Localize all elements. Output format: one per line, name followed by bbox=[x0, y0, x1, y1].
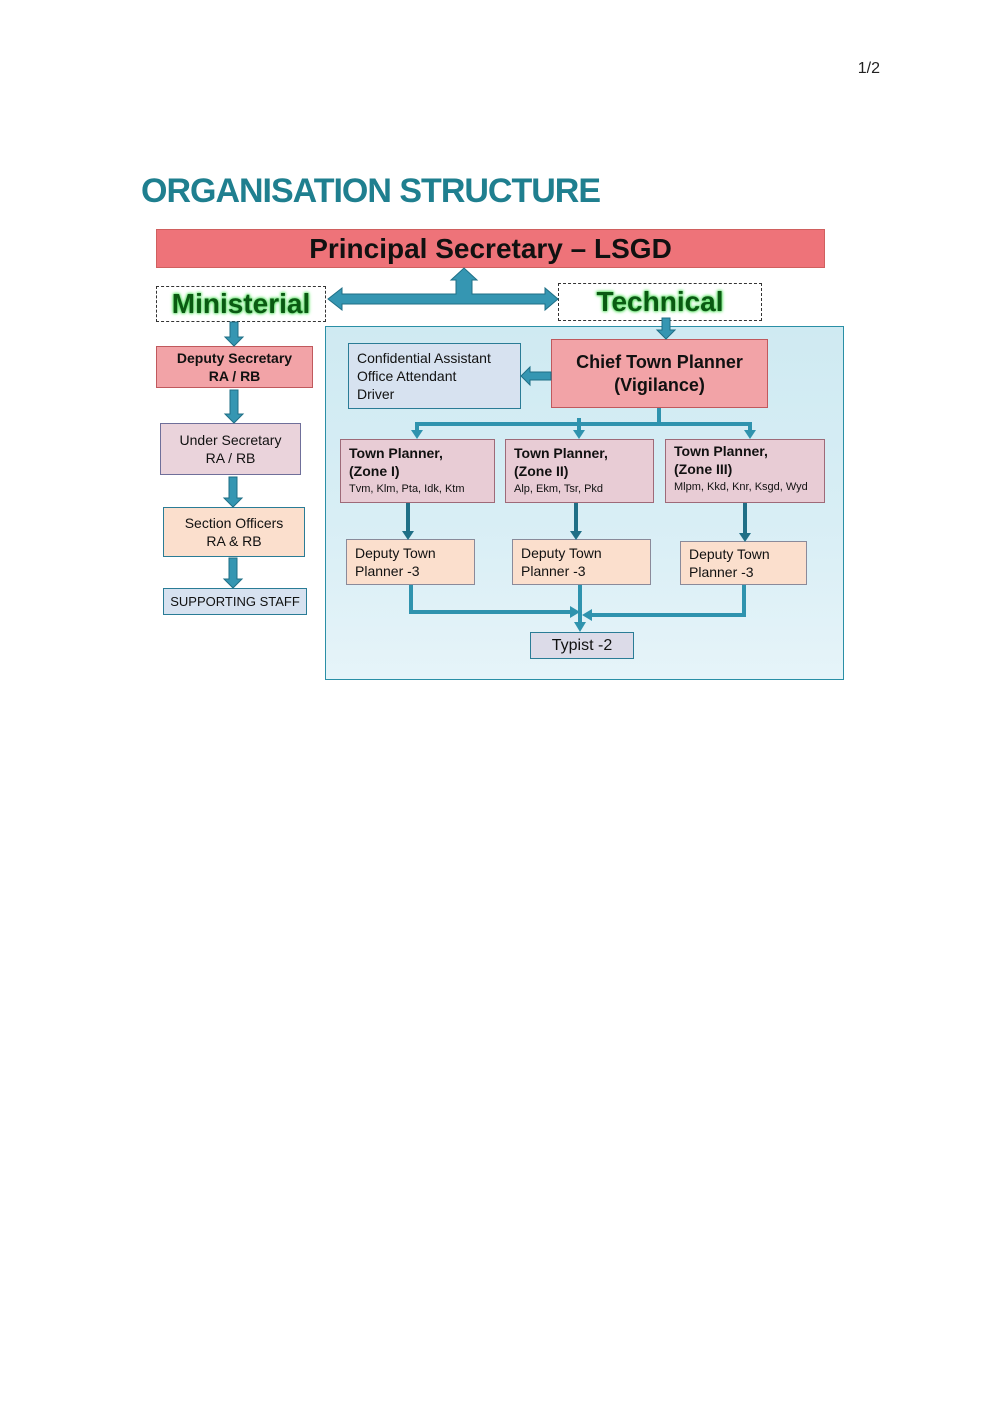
deputy-secretary-wing: RA / RB bbox=[208, 368, 261, 384]
supporting-staff-label: SUPPORTING STAFF bbox=[170, 593, 300, 609]
support-staff-box: Confidential Assistant Office Attendant … bbox=[348, 343, 521, 409]
deputy-town-planner-1-line1: Deputy Town bbox=[355, 545, 436, 561]
arrow-under-to-section bbox=[222, 476, 244, 508]
zone-2-box: Town Planner, (Zone II) Alp, Ekm, Tsr, P… bbox=[505, 439, 654, 503]
principal-secretary-box: Principal Secretary – LSGD bbox=[156, 229, 825, 268]
deputy-town-planner-2-box: Deputy Town Planner -3 bbox=[512, 539, 651, 585]
zone-3-box: Town Planner, (Zone III) Mlpm, Kkd, Knr,… bbox=[665, 439, 825, 503]
deputies-to-typist-lines bbox=[409, 585, 746, 623]
technical-label: Technical bbox=[596, 286, 724, 317]
arrow-ministerial-to-deputy bbox=[223, 321, 245, 347]
typist-label: Typist -2 bbox=[551, 636, 613, 654]
deputy-town-planner-3-box: Deputy Town Planner -3 bbox=[680, 541, 807, 585]
office-attendant-label: Office Attendant bbox=[357, 368, 457, 384]
zone-2-name: (Zone II) bbox=[514, 463, 569, 479]
zone-2-districts: Alp, Ekm, Tsr, Pkd bbox=[514, 483, 604, 495]
technical-branch-box: Technical bbox=[558, 283, 762, 321]
driver-label: Driver bbox=[357, 386, 395, 402]
deputy-town-planner-1-line2: Planner -3 bbox=[355, 563, 420, 579]
zone-3-title: Town Planner, bbox=[674, 443, 768, 459]
chief-town-planner-title: Chief Town Planner bbox=[576, 351, 743, 372]
chief-town-planner-subtitle: (Vigilance) bbox=[614, 374, 705, 395]
chief-town-planner-box: Chief Town Planner (Vigilance) bbox=[551, 339, 768, 408]
typist-box: Typist -2 bbox=[530, 632, 634, 659]
ministerial-label: Ministerial bbox=[171, 288, 311, 319]
arrow-chief-to-staff bbox=[520, 365, 552, 387]
zone-1-box: Town Planner, (Zone I) Tvm, Klm, Pta, Id… bbox=[340, 439, 495, 503]
deputy-town-planner-3-line2: Planner -3 bbox=[689, 564, 754, 580]
zone-1-name: (Zone I) bbox=[349, 463, 400, 479]
under-secretary-box: Under Secretary RA / RB bbox=[160, 423, 301, 475]
ministerial-branch-box: Ministerial bbox=[156, 286, 326, 322]
section-officers-wing: RA & RB bbox=[206, 533, 262, 549]
deputy-town-planner-2-line1: Deputy Town bbox=[521, 545, 602, 561]
chief-to-zones-lines bbox=[415, 408, 752, 432]
deputy-town-planner-3-line1: Deputy Town bbox=[689, 546, 770, 562]
principal-secretary-label: Principal Secretary – LSGD bbox=[309, 232, 672, 264]
deputy-secretary-title: Deputy Secretary bbox=[176, 350, 293, 366]
arrow-deputy-to-under bbox=[223, 389, 245, 424]
section-officers-box: Section Officers RA & RB bbox=[163, 507, 305, 557]
page-number: 1/2 bbox=[857, 60, 880, 77]
double-headed-arrow bbox=[327, 267, 559, 312]
under-secretary-wing: RA / RB bbox=[205, 450, 256, 466]
confidential-assistant-label: Confidential Assistant bbox=[357, 350, 491, 366]
zone-1-districts: Tvm, Klm, Pta, Idk, Ktm bbox=[349, 483, 465, 495]
zone-2-title: Town Planner, bbox=[514, 445, 608, 461]
arrow-technical-to-chief bbox=[655, 317, 677, 340]
deputy-secretary-box: Deputy Secretary RA / RB bbox=[156, 346, 313, 388]
supporting-staff-box: SUPPORTING STAFF bbox=[163, 588, 307, 615]
zone-1-title: Town Planner, bbox=[349, 445, 443, 461]
zone-3-name: (Zone III) bbox=[674, 461, 733, 477]
zone-3-districts: Mlpm, Kkd, Knr, Ksgd, Wyd bbox=[674, 481, 808, 493]
deputy-town-planner-2-line2: Planner -3 bbox=[521, 563, 586, 579]
arrow-section-to-support bbox=[222, 557, 244, 589]
page-title: ORGANISATION STRUCTURE bbox=[141, 172, 601, 210]
under-secretary-title: Under Secretary bbox=[179, 432, 282, 448]
deputy-town-planner-1-box: Deputy Town Planner -3 bbox=[346, 539, 475, 585]
section-officers-title: Section Officers bbox=[184, 515, 284, 531]
